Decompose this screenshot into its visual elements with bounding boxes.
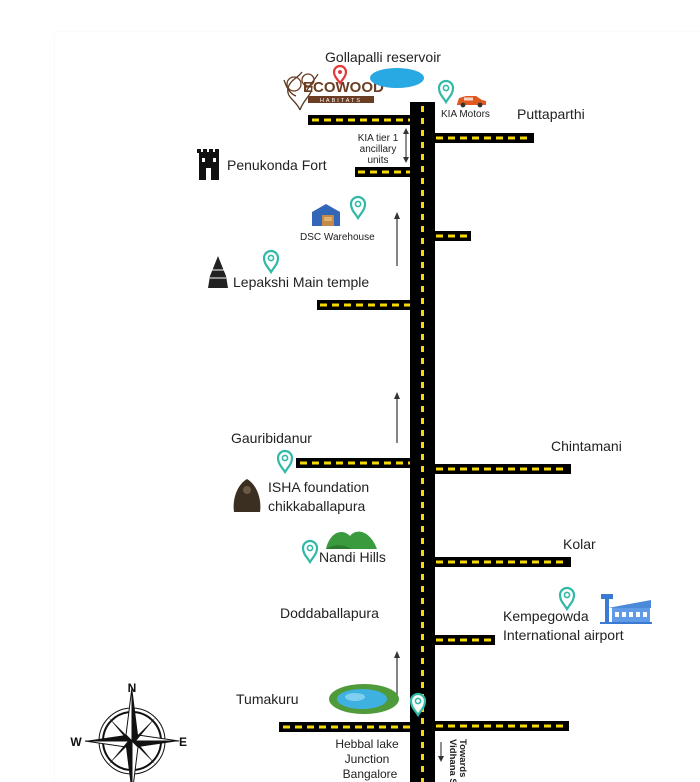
- branch-road-airport: [433, 635, 495, 645]
- red-map-pin-icon: [332, 64, 348, 85]
- map-card: [55, 32, 700, 782]
- label-kia-motors: KIA Motors: [441, 109, 490, 120]
- branch-road-chintamani: [433, 464, 571, 474]
- map-pin-icon: [301, 539, 319, 564]
- label-kia-tier-line1: KIA tier 1: [358, 133, 399, 144]
- compass-rose-icon: [84, 686, 180, 782]
- label-towards-line2: Vidhana S: [447, 739, 458, 782]
- label-lepakshi: Lepakshi Main temple: [233, 274, 369, 290]
- kia-tier-double-arrow: [403, 128, 409, 163]
- label-kia-tier-line3: units: [367, 155, 388, 166]
- label-isha-line1: ISHA foundation: [268, 479, 369, 495]
- branch-road-ecowood: [308, 115, 412, 125]
- logo-tagline: HABITATS: [320, 98, 362, 104]
- label-kempegowda-line2: International airport: [503, 627, 624, 643]
- map-pin-icon: [349, 195, 367, 220]
- map-pin-icon: [558, 586, 576, 611]
- label-gollapalli: Gollapalli reservoir: [325, 49, 441, 65]
- label-doddaballapura: Doddaballapura: [280, 605, 379, 621]
- label-isha-line2: chikkaballapura: [268, 498, 365, 514]
- airport-icon: [600, 594, 652, 624]
- reservoir-water-icon: [370, 68, 424, 88]
- label-nandi-hills: Nandi Hills: [319, 549, 386, 565]
- map-pin-icon: [276, 449, 294, 474]
- branch-road-tumakuru: [279, 722, 412, 732]
- branch-road-kolar: [433, 557, 571, 567]
- label-hebbal-line1: Hebbal lake: [335, 737, 399, 751]
- warehouse-icon: [312, 204, 340, 226]
- map-pin-icon: [262, 249, 280, 274]
- label-gauribidanur: Gauribidanur: [231, 430, 312, 446]
- lake-icon: [329, 684, 399, 714]
- north-arrow-upper: [394, 212, 400, 266]
- label-kia-tier-line2: ancillary: [360, 144, 397, 155]
- label-dsc-warehouse: DSC Warehouse: [300, 232, 375, 243]
- branch-road-gauribidanur: [296, 458, 412, 468]
- compass-north-label: N: [128, 681, 137, 695]
- north-arrow-lower: [394, 651, 400, 700]
- north-arrow-middle: [394, 392, 400, 443]
- temple-icon: [208, 256, 228, 288]
- fort-icon: [197, 149, 219, 180]
- label-chintamani: Chintamani: [551, 438, 622, 454]
- tree-icon: [283, 71, 319, 111]
- branch-road-puttaparthi: [433, 133, 534, 143]
- main-highway: [410, 102, 435, 782]
- map-pin-icon: [437, 79, 455, 104]
- branch-road-penukonda: [355, 167, 412, 177]
- label-kolar: Kolar: [563, 536, 596, 552]
- label-hebbal-line3: Bangalore: [343, 767, 398, 781]
- adiyogi-statue-icon: [233, 479, 261, 512]
- logo-name: ECOWOOD: [303, 79, 384, 96]
- branch-road-lepakshi: [317, 300, 412, 310]
- branch-road-east-south: [433, 721, 569, 731]
- label-puttaparthi: Puttaparthi: [517, 106, 585, 122]
- label-tumakuru: Tumakuru: [236, 691, 299, 707]
- ecowood-logo: ECOWOOD HABITATS: [283, 71, 384, 111]
- compass-east-label: E: [179, 735, 187, 749]
- label-towards-line1: Towards: [457, 739, 468, 777]
- car-icon: [457, 96, 486, 108]
- label-kempegowda-line1: Kempegowda: [503, 608, 589, 624]
- south-arrow: [438, 742, 444, 762]
- hills-icon: [326, 531, 377, 549]
- compass-west-label: W: [70, 735, 82, 749]
- label-penukonda: Penukonda Fort: [227, 157, 327, 173]
- branch-road-dsc: [433, 231, 471, 241]
- label-hebbal-line2: Junction: [345, 752, 390, 766]
